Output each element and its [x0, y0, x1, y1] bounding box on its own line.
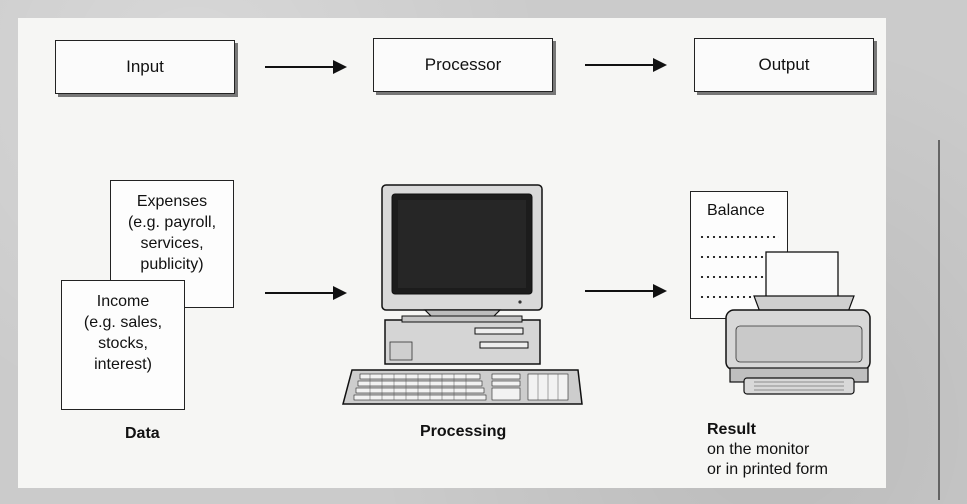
- dotted-line: [699, 276, 779, 278]
- dotted-line: [699, 236, 779, 238]
- processing-caption-text: Processing: [420, 423, 507, 440]
- input-label: Input: [126, 57, 164, 76]
- result-caption-line: or in printed form: [707, 461, 828, 478]
- income-line: Income: [96, 293, 150, 310]
- arrow-processor-to-output: [585, 58, 667, 72]
- arrow-input-to-processor: [265, 60, 347, 74]
- input-box: Input: [55, 40, 235, 94]
- arrow-data-to-processing: [265, 286, 347, 300]
- result-caption-title: Result: [707, 421, 756, 438]
- data-caption-text: Data: [125, 425, 160, 442]
- dotted-line: [699, 256, 779, 258]
- income-line: stocks,: [98, 335, 148, 352]
- expenses-line: services,: [140, 235, 204, 252]
- margin-line: [938, 140, 940, 500]
- output-box: Output: [694, 38, 874, 92]
- processing-caption: Processing: [420, 422, 506, 442]
- income-line: (e.g. sales,: [83, 314, 163, 331]
- expenses-line: Expenses: [136, 193, 208, 210]
- computer-icon: [342, 184, 583, 405]
- data-caption: Data: [125, 424, 160, 444]
- result-caption: Result on the monitor or in printed form: [707, 420, 828, 480]
- arrow-processing-to-result: [585, 284, 667, 298]
- processor-label: Processor: [424, 55, 502, 74]
- income-sheet: Income (e.g. sales, stocks, interest): [61, 280, 185, 410]
- printer-icon: [725, 251, 871, 395]
- expenses-line: (e.g. payroll,: [127, 214, 217, 231]
- balance-title: Balance: [707, 202, 765, 219]
- dotted-line: [699, 296, 779, 298]
- processor-box: Processor: [373, 38, 553, 92]
- expenses-line: publicity): [140, 256, 204, 273]
- result-caption-line: on the monitor: [707, 441, 810, 458]
- output-label: Output: [758, 55, 810, 74]
- income-line: interest): [94, 356, 152, 373]
